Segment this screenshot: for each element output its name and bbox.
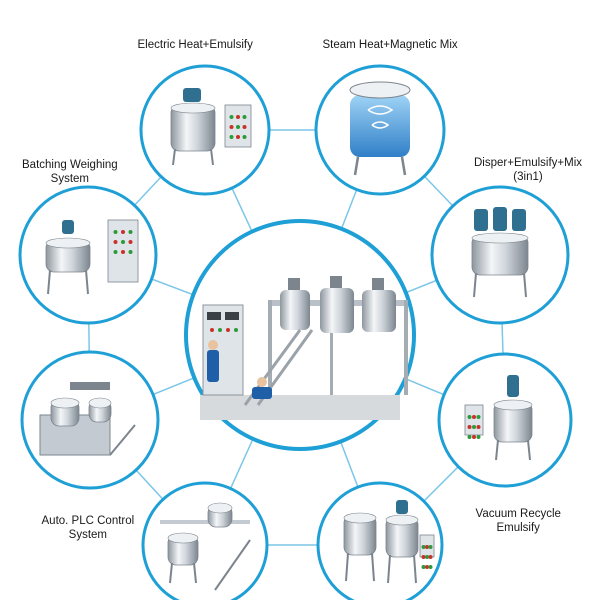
production-line-illustration	[200, 276, 408, 420]
equipment-double-tank	[316, 481, 444, 600]
equipment-vacuum-recycle-emulsify	[437, 352, 573, 488]
center-hub	[184, 219, 416, 451]
vacuum-emulsifier-machine-icon	[39, 382, 136, 456]
floor	[200, 395, 400, 420]
platform-tank-system-icon	[160, 502, 251, 591]
triple-motor-tank-icon	[471, 207, 529, 298]
equipment-steam-heat-magnetic-mix	[314, 64, 446, 196]
magnetic-mixing-tank-icon	[349, 81, 411, 176]
label-disper-emulsify-mix: Disper+Emulsify+Mix (3in1)	[474, 156, 582, 184]
jacketed-tank-with-control-panel-icon	[170, 88, 252, 166]
equipment-batching-weighing-system	[18, 185, 158, 325]
label-electric-heat-emulsify: Electric Heat+Emulsify	[138, 38, 253, 52]
label-line: System	[50, 173, 90, 185]
equipment-auto-plc-control-system	[141, 481, 269, 600]
label-line: Electric Heat+Emulsify	[137, 39, 253, 51]
equipment-disper-emulsify-mix	[430, 185, 570, 325]
equipment-electric-heat-emulsify	[139, 64, 271, 196]
twin-tank-system-icon	[343, 500, 435, 584]
label-steam-heat-magnetic-mix: Steam Heat+Magnetic Mix	[323, 38, 458, 52]
equipment-ring	[316, 481, 444, 600]
label-line: Auto. PLC Control	[41, 515, 135, 527]
label-line: Vacuum Recycle	[475, 508, 561, 520]
label-line: Disper+Emulsify+Mix	[474, 157, 582, 169]
label-line: System	[68, 529, 108, 541]
label-line: Steam Heat+Magnetic Mix	[322, 39, 458, 51]
equipment-vacuum-emulsify-plant	[20, 350, 160, 490]
vacuum-reactor-icon	[464, 375, 533, 461]
equipment-ring	[141, 481, 269, 600]
label-line: Batching Weighing	[22, 159, 118, 171]
tilting-kettle-with-panel-icon	[45, 219, 139, 295]
label-line: (3in1)	[513, 171, 543, 183]
label-line: Emulsify	[496, 522, 540, 534]
